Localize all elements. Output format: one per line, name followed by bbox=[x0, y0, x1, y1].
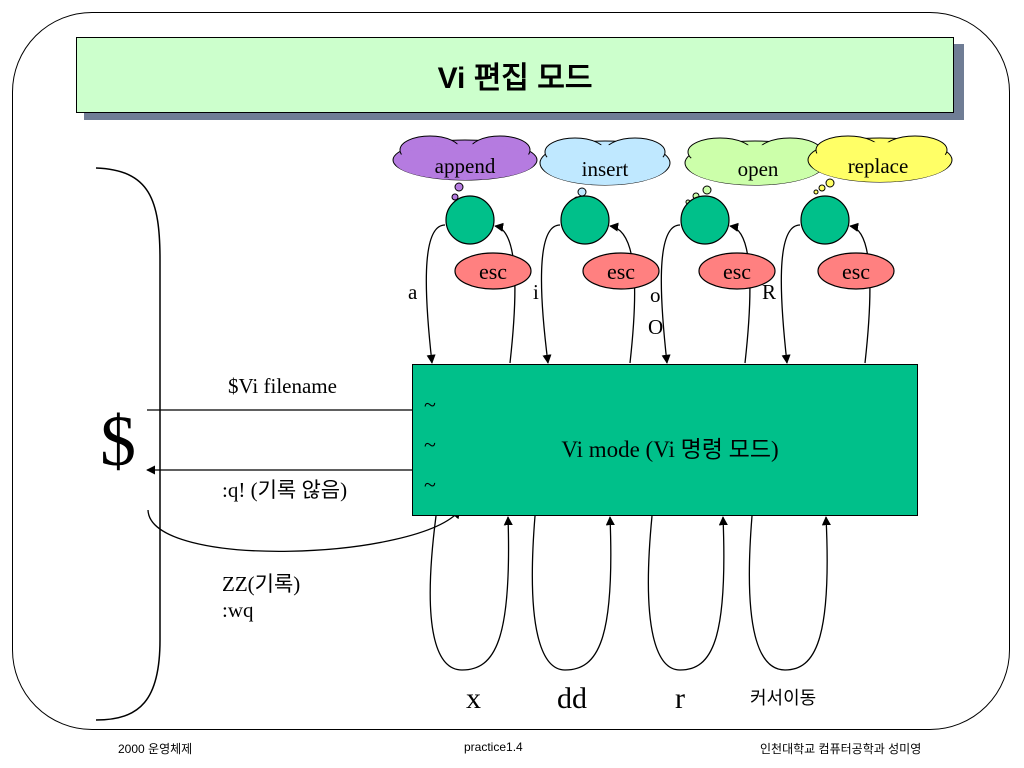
esc-oval-append bbox=[454, 252, 532, 290]
mode-loop-open bbox=[660, 222, 751, 364]
enter-vi-label: $Vi filename bbox=[228, 374, 337, 398]
mode-loop-append bbox=[425, 222, 516, 364]
cloud-label-append: append bbox=[434, 154, 496, 178]
key-append: a bbox=[408, 280, 418, 304]
cloud-replace bbox=[807, 135, 953, 195]
state-circle-append bbox=[445, 195, 495, 245]
footer-left: 2000 운영체제 bbox=[118, 742, 193, 756]
cloud-label-open: open bbox=[737, 157, 779, 181]
cloud-label-replace: replace bbox=[847, 154, 909, 178]
page-title: Vi 편집 모드 bbox=[76, 37, 954, 113]
esc-label-open: esc bbox=[722, 259, 752, 284]
shell-bracket bbox=[95, 167, 161, 721]
command-loop-x bbox=[429, 515, 513, 671]
state-circle-open bbox=[680, 195, 730, 245]
esc-oval-replace bbox=[817, 252, 895, 290]
esc-oval-insert bbox=[582, 252, 660, 290]
state-circle-insert bbox=[560, 195, 610, 245]
esc-label-append: esc bbox=[478, 259, 508, 284]
mode-loop-insert bbox=[540, 222, 636, 364]
key-open-lower: o bbox=[650, 283, 661, 307]
cloud-insert bbox=[539, 137, 671, 204]
save-quit-arrow bbox=[147, 509, 461, 552]
command-x: x bbox=[466, 682, 481, 715]
quit-no-save-label: :q! (기록 않음) bbox=[222, 478, 348, 502]
key-open-upper: O bbox=[648, 315, 664, 339]
command-dd: dd bbox=[557, 682, 587, 715]
tilde-line: ~ bbox=[424, 472, 436, 497]
shell-prompt: $ bbox=[100, 401, 136, 481]
mode-loop-replace bbox=[780, 222, 871, 364]
slide-frame bbox=[12, 12, 1010, 730]
key-replace: R bbox=[762, 280, 777, 304]
vi-mode-label: Vi mode (Vi 명령 모드) bbox=[561, 437, 779, 462]
command-cursor-move: 커서이동 bbox=[750, 688, 817, 708]
command-loop-dd bbox=[531, 515, 615, 671]
footer-center: practice1.4 bbox=[464, 740, 523, 754]
tilde-line: ~ bbox=[424, 392, 436, 417]
esc-label-replace: esc bbox=[841, 259, 871, 284]
cloud-append bbox=[392, 135, 538, 201]
save-quit-label: ZZ(기록) bbox=[222, 572, 301, 596]
cloud-open bbox=[684, 137, 826, 205]
save-quit-label-wq: :wq bbox=[222, 598, 254, 622]
footer-right: 인천대학교 컴퓨터공학과 성미영 bbox=[760, 742, 922, 756]
command-r: r bbox=[675, 682, 685, 715]
command-loop-cursor bbox=[748, 515, 831, 671]
esc-oval-open bbox=[698, 252, 776, 290]
cloud-label-insert: insert bbox=[581, 157, 629, 181]
command-loop-r bbox=[647, 515, 728, 671]
vi-command-mode-box bbox=[412, 364, 918, 516]
tilde-line: ~ bbox=[424, 432, 436, 457]
esc-label-insert: esc bbox=[606, 259, 636, 284]
state-circle-replace bbox=[800, 195, 850, 245]
key-insert: i bbox=[533, 280, 539, 304]
